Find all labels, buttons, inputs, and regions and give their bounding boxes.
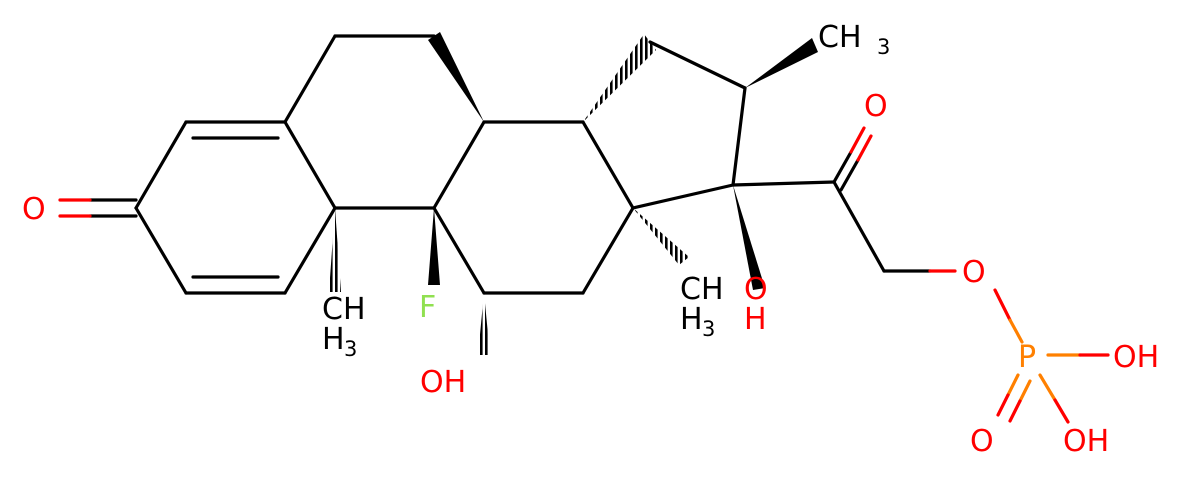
hydroxyl-c11-label: OH (420, 365, 466, 400)
ring-b-bonds (283, 34, 486, 210)
methyl-c10-subscript: 3 (344, 337, 357, 361)
hash-c13-methyl (633, 208, 689, 265)
ester-oxygen-label: O (962, 255, 986, 290)
phosphate-oh2-label: OH (1063, 424, 1109, 459)
hash-c14-c15 (583, 34, 656, 122)
phosphate-oxygen-label: O (970, 424, 994, 459)
acetyl-oxygen-label: O (864, 89, 888, 124)
wedge-c16-methyl (745, 38, 818, 88)
methyl-c10-label: CH (322, 292, 366, 327)
ketone-bond (58, 198, 138, 218)
phosphorus-label: P (1018, 340, 1036, 375)
fluorine-label: F (419, 290, 436, 325)
methyl-top-label: CH (818, 20, 862, 55)
ring-c-bonds (432, 120, 635, 295)
hydroxyl-c17-h-label: H (744, 302, 767, 337)
methyl-c13-subscript: 3 (702, 317, 715, 341)
hash-c10-methyl (329, 208, 341, 292)
ring-d-bonds (631, 40, 747, 210)
ring-a-bonds (134, 120, 337, 295)
wedge-c9-f (428, 208, 440, 285)
phosphate-oh1-label: OH (1113, 340, 1159, 375)
hash-c11-oh (478, 293, 490, 355)
methyl-c13-h-label: H (680, 302, 703, 337)
wedge-c8-c7 (428, 32, 484, 122)
side-chain-bonds (731, 126, 1110, 424)
methyl-top-subscript: 3 (877, 35, 890, 59)
wedge-c17-oh (733, 185, 765, 290)
methyl-c13-label: CH (680, 272, 724, 307)
ketone-oxygen-label: O (22, 192, 46, 227)
hydroxyl-c17-o-label: O (744, 272, 768, 307)
methyl-c10-h-label: H (322, 322, 345, 357)
